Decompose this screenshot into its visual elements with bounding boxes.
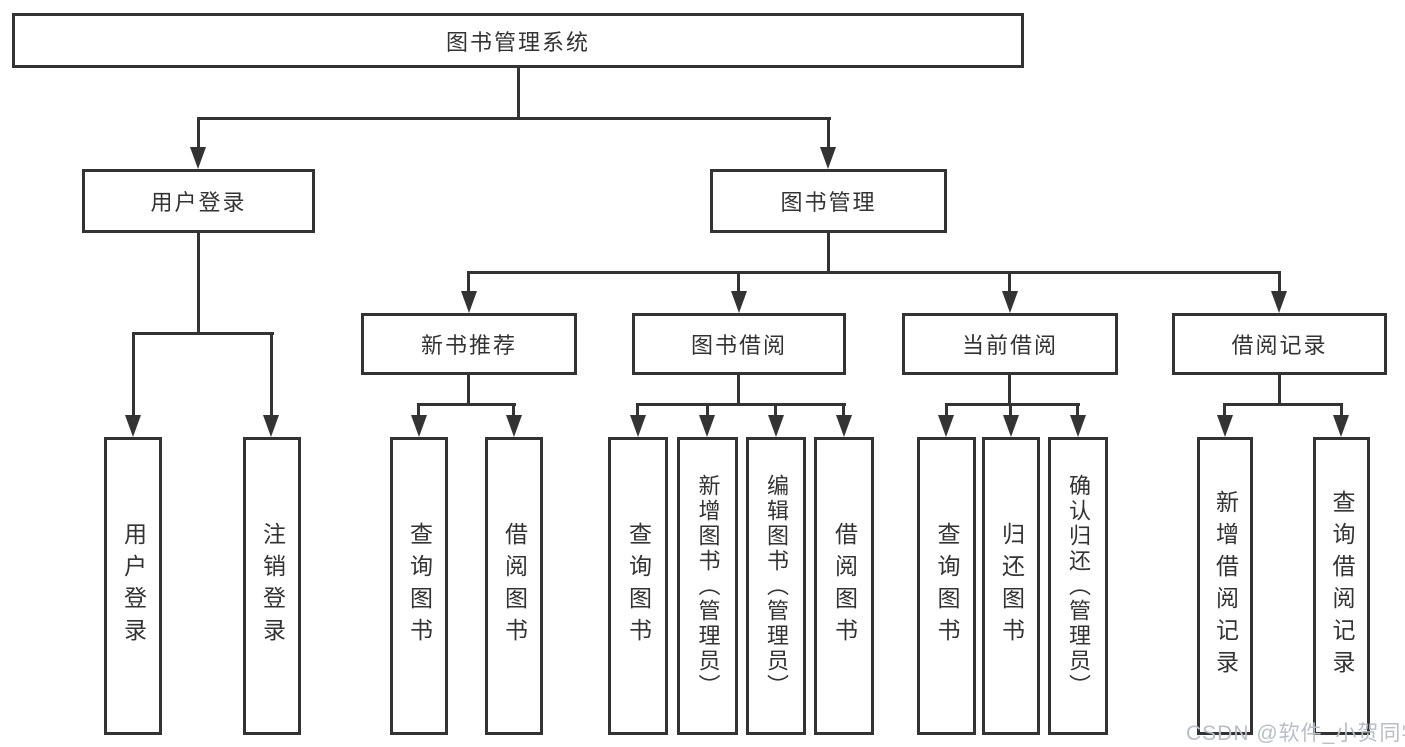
connector-line — [945, 403, 1080, 406]
node-label: 图书管理系统 — [445, 29, 590, 55]
node-leaf-bb-add-books: 新增图书（管理员） — [677, 437, 738, 735]
node-label: 借阅图书 — [501, 522, 528, 650]
node-label: 查询图书 — [934, 522, 960, 650]
connector-line — [1008, 373, 1011, 406]
connector-line — [197, 117, 831, 120]
node-label: 归还图书 — [998, 522, 1025, 650]
arrow-down-icon — [768, 415, 784, 437]
arrow-down-icon — [820, 147, 836, 169]
arrow-down-icon — [1333, 415, 1349, 437]
node-root: 图书管理系统 — [12, 13, 1024, 68]
connector-line — [827, 231, 830, 273]
node-leaf-cb-return-books: 归还图书 — [982, 437, 1040, 735]
connector-line — [517, 67, 520, 119]
arrow-down-icon — [1002, 291, 1018, 313]
connector-line — [945, 403, 948, 418]
node-label: 新书推荐 — [420, 333, 517, 358]
connector-line — [132, 332, 135, 417]
watermark: CSDN @软件_小贺同学 — [1186, 722, 1405, 745]
arrow-down-icon — [461, 291, 477, 313]
connector-line — [827, 117, 830, 150]
connector-line — [417, 403, 420, 418]
arrow-down-icon — [411, 415, 427, 437]
node-leaf-br-query-record: 查询借阅记录 — [1313, 437, 1370, 735]
node-label: 编辑图书（管理员） — [764, 473, 789, 699]
node-label: 借阅记录 — [1231, 333, 1328, 358]
node-current-borrow: 当前借阅 — [902, 313, 1118, 375]
connector-line — [1008, 271, 1011, 294]
node-label: 确认归还（管理员） — [1066, 473, 1091, 699]
connector-line — [1076, 403, 1079, 418]
connector-line — [1340, 403, 1343, 418]
arrow-down-icon — [699, 415, 715, 437]
arrow-down-icon — [190, 147, 206, 169]
node-user-login: 用户登录 — [82, 169, 315, 233]
connector-line — [636, 403, 846, 406]
node-label: 图书借阅 — [690, 333, 787, 358]
node-new-book-rec: 新书推荐 — [361, 313, 577, 375]
arrow-down-icon — [1217, 415, 1233, 437]
node-label: 图书管理 — [780, 190, 877, 215]
node-label: 查询借阅记录 — [1329, 490, 1355, 682]
connector-line — [467, 373, 470, 406]
node-label: 用户登录 — [150, 190, 247, 215]
connector-line — [1009, 403, 1012, 418]
node-leaf-nbr-query-books: 查询图书 — [390, 437, 448, 735]
connector-line — [636, 403, 639, 418]
connector-line — [512, 403, 515, 418]
connector-line — [1278, 271, 1281, 294]
node-label: 当前借阅 — [961, 333, 1058, 358]
connector-line — [467, 271, 470, 294]
connector-line — [737, 373, 740, 406]
node-leaf-bb-borrow-books: 借阅图书 — [814, 437, 874, 735]
node-label: 新增图书（管理员） — [695, 473, 721, 699]
node-borrow-records: 借阅记录 — [1172, 313, 1387, 375]
arrow-down-icon — [938, 415, 954, 437]
arrow-down-icon — [1003, 415, 1019, 437]
node-leaf-bb-edit-books: 编辑图书（管理员） — [746, 437, 806, 735]
connector-line — [197, 231, 200, 335]
connector-line — [774, 403, 777, 418]
node-leaf-user-login: 用户登录 — [104, 437, 162, 735]
arrow-down-icon — [1271, 291, 1287, 313]
arrow-down-icon — [836, 415, 852, 437]
connector-line — [1223, 403, 1226, 418]
arrow-down-icon — [630, 415, 646, 437]
connector-line — [737, 271, 740, 294]
connector-line — [1223, 403, 1343, 406]
node-label: 查询图书 — [406, 522, 433, 650]
arrow-down-icon — [263, 415, 279, 437]
node-book-mgmt: 图书管理 — [710, 169, 947, 233]
node-label: 查询图书 — [625, 522, 652, 650]
connector-line — [1278, 373, 1281, 406]
node-label: 用户登录 — [120, 522, 147, 650]
node-leaf-br-add-record: 新增借阅记录 — [1197, 437, 1253, 735]
connector-line — [270, 332, 273, 417]
node-label: 借阅图书 — [831, 522, 858, 650]
node-leaf-nbr-borrow-books: 借阅图书 — [485, 437, 543, 735]
connector-line — [417, 403, 516, 406]
connector-line — [132, 332, 274, 335]
arrow-down-icon — [731, 291, 747, 313]
connector-line — [467, 271, 1281, 274]
node-leaf-cb-query-books: 查询图书 — [917, 437, 976, 735]
node-label: 注销登录 — [259, 522, 286, 650]
node-leaf-cb-confirm-return: 确认归还（管理员） — [1048, 437, 1108, 735]
node-leaf-logout: 注销登录 — [243, 437, 301, 735]
connector-line — [197, 117, 200, 150]
node-book-borrow: 图书借阅 — [632, 313, 846, 375]
arrow-down-icon — [1070, 415, 1086, 437]
node-label: 新增借阅记录 — [1212, 490, 1239, 682]
arrow-down-icon — [506, 415, 522, 437]
connector-line — [842, 403, 845, 418]
node-leaf-bb-query-books: 查询图书 — [608, 437, 668, 735]
arrow-down-icon — [125, 415, 141, 437]
connector-line — [706, 403, 709, 418]
